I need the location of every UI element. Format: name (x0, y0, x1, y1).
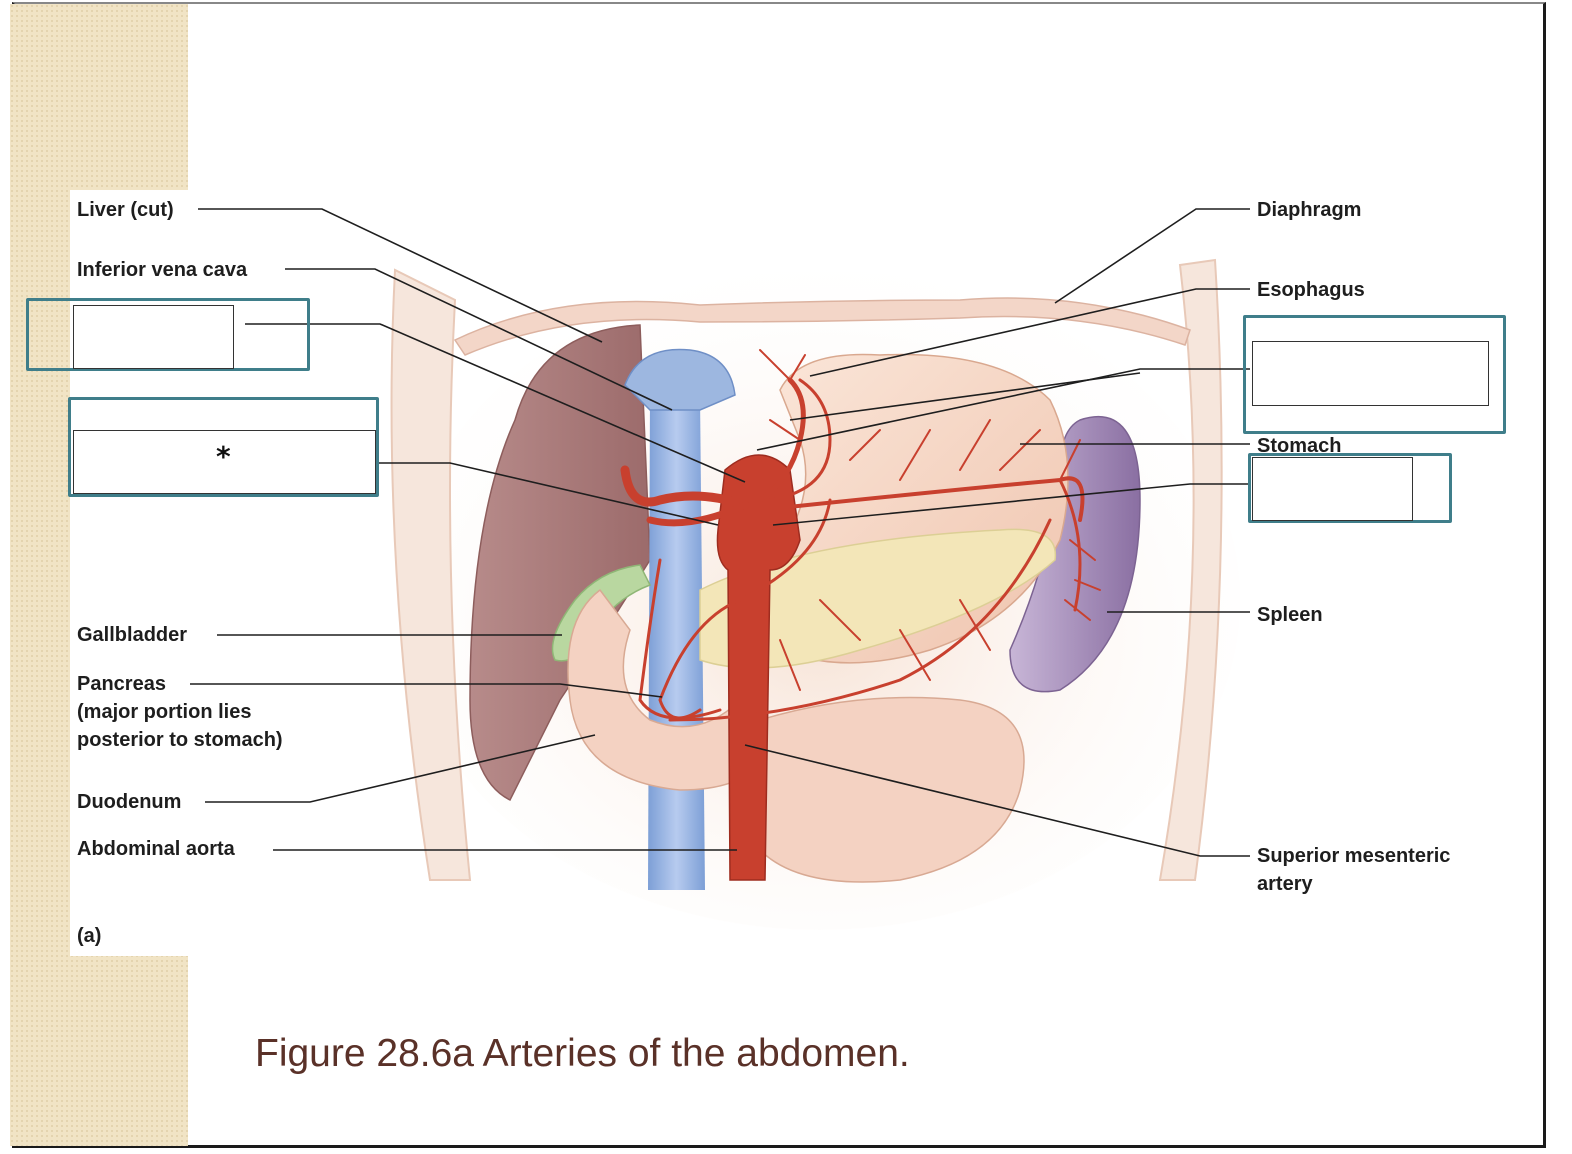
answer-box-3[interactable] (1252, 341, 1489, 406)
answer-box-1[interactable] (73, 305, 234, 369)
answer-box-outline-3[interactable] (1243, 315, 1506, 434)
answer-box-outline-2[interactable] (68, 397, 379, 497)
label-part-a: (a) (77, 925, 102, 947)
label-gallbladder: Gallbladder (77, 624, 188, 646)
liver-shape (469, 324, 651, 802)
pancreas-shape (699, 528, 1057, 669)
label-liver: Liver (cut) (77, 199, 174, 221)
figure-caption: Figure 28.6a Arteries of the abdomen. (255, 1032, 910, 1075)
answer-box-4[interactable] (1252, 457, 1413, 521)
artery-branches (620, 349, 1101, 803)
label-duodenum: Duodenum (77, 791, 182, 813)
label-inferior-vena-cava: Inferior vena cava (77, 259, 248, 281)
label-superior-mesenteric-artery: Superior mesenteric artery (1257, 845, 1451, 895)
leader-lines (190, 208, 1250, 857)
diaphragm-shape (453, 297, 1191, 356)
label-diaphragm: Diaphragm (1257, 199, 1362, 221)
label-stomach: Stomach (1257, 435, 1342, 457)
answer-box-outline-4[interactable] (1248, 453, 1452, 523)
aorta-shape (716, 454, 801, 881)
label-pancreas: Pancreas (major portion lies posterior t… (77, 673, 283, 751)
answer-box-2[interactable] (73, 430, 376, 494)
body-wall-left (390, 268, 472, 881)
label-spleen: Spleen (1257, 604, 1323, 626)
label-abdominal-aorta: Abdominal aorta (77, 838, 235, 860)
asterisk-marker: * (216, 440, 231, 473)
answer-box-outline-1[interactable] (26, 298, 310, 371)
ivc-top (624, 348, 736, 411)
label-esophagus: Esophagus (1257, 279, 1365, 301)
body-wall-right (1158, 258, 1223, 881)
ivc-shape (648, 395, 705, 890)
